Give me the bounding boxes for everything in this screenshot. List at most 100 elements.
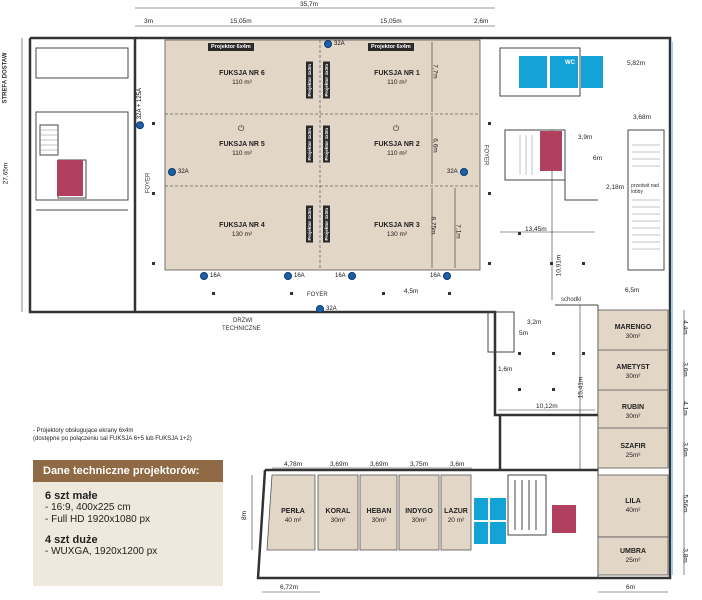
dim-77: 7,7m bbox=[431, 64, 439, 79]
dim-1345: 13,45m bbox=[525, 226, 547, 233]
dim-2765: 27,65m bbox=[2, 162, 10, 185]
dim-582: 5,82m bbox=[627, 60, 646, 67]
spec-small-line1: - 16:9, 400x225 cm bbox=[45, 502, 131, 513]
outlet-32a-left: 32A bbox=[168, 168, 189, 176]
room-perla-name: PERŁA bbox=[281, 508, 305, 515]
dim-total-width: 35,7m bbox=[300, 1, 319, 8]
przeswit-label: prześwit nad lobby bbox=[631, 183, 660, 195]
dim-66: 6,6m bbox=[431, 138, 439, 153]
room-lazur-name: LAZUR bbox=[444, 508, 468, 515]
outlet-label: 16A bbox=[335, 273, 346, 279]
outlet-16a-2: 16A bbox=[284, 272, 305, 280]
dim-r36a: 3,6m bbox=[681, 362, 689, 377]
dim-b375: 3,75m bbox=[410, 461, 429, 468]
dim-b369b: 3,69m bbox=[370, 461, 389, 468]
dim-32: 3,2m bbox=[527, 319, 542, 326]
outer-wall-mid bbox=[135, 310, 598, 417]
lift-west-icon bbox=[57, 160, 83, 196]
outlet-icon bbox=[200, 272, 208, 280]
room-umbra-name: UMBRA bbox=[619, 548, 647, 555]
screen-tag-c: Projektor 4x3m bbox=[306, 126, 313, 163]
room-heban-area: 30m² bbox=[371, 517, 387, 524]
outlet-16a-1: 16A bbox=[200, 272, 221, 280]
foyer-left-label: FOYER bbox=[145, 172, 152, 194]
dim-218: 2,18m bbox=[606, 184, 625, 191]
wc-south-2 bbox=[490, 498, 506, 520]
room-koral-area: 30m² bbox=[330, 517, 346, 524]
room-heban-name: HEBAN bbox=[366, 508, 392, 515]
room-rubin-area: 30m² bbox=[625, 413, 641, 420]
projector-tag-right: Projektor 6x4m bbox=[368, 43, 414, 51]
outlet-icon bbox=[284, 272, 292, 280]
dim-r38: 3,8m bbox=[681, 548, 689, 563]
room-szafir-name: SZAFIR bbox=[620, 443, 646, 450]
drzwi-label: DRZWI bbox=[233, 318, 253, 324]
projector-note-line1: - Projektory obsługujące ekrany 6x4m bbox=[33, 428, 134, 434]
projector-icon-left: ⏻ bbox=[238, 124, 245, 133]
outlet-label: 32A + 125A bbox=[137, 88, 143, 120]
outlet-label: 32A bbox=[447, 169, 458, 175]
outlet-label: 32A bbox=[334, 41, 345, 47]
outlet-icon bbox=[168, 168, 176, 176]
outlet-16a-3: 16A bbox=[335, 272, 356, 280]
outlet-32a-bottom: 32A bbox=[316, 305, 337, 313]
room-fuksja5-area: 110 m² bbox=[232, 150, 252, 157]
room-umbra-area: 25m² bbox=[625, 557, 641, 564]
lift-east-icon bbox=[540, 131, 562, 171]
dim-1012: 10,12m bbox=[536, 403, 558, 410]
dim-right-15: 15,05m bbox=[380, 18, 402, 25]
room-fuksja3-name: FUKSJA NR 3 bbox=[374, 222, 420, 229]
foyer-bottom-label: FOYER bbox=[307, 292, 328, 298]
dim-3m: 3m bbox=[144, 18, 154, 25]
room-marengo-name: MARENGO bbox=[614, 324, 652, 331]
screen-tag-b: Projektor 4x3m bbox=[323, 62, 330, 99]
outlet-32a-right: 32A bbox=[447, 168, 468, 176]
wc-men-tile bbox=[581, 56, 603, 88]
dim-r36b: 3,6m bbox=[681, 442, 689, 457]
outer-wall-right bbox=[495, 36, 672, 470]
spec-small-heading: 6 szt małe bbox=[45, 490, 98, 502]
outlet-icon bbox=[347, 272, 356, 280]
outlet-icon bbox=[442, 272, 451, 280]
outlet-32a-125a: 32A + 125A bbox=[136, 88, 144, 130]
outlet-label: 16A bbox=[210, 273, 221, 279]
room-indygo-name: INDYGO bbox=[405, 508, 433, 515]
screen-tag-a: Projektor 4x3m bbox=[306, 62, 313, 99]
bottom-block-outline bbox=[256, 469, 672, 580]
wc-women-tile bbox=[519, 56, 547, 88]
room-lila-name: LILA bbox=[625, 498, 641, 505]
street-label: STREFA DOSTAW bbox=[2, 52, 9, 104]
room-koral-name: KORAL bbox=[325, 508, 351, 515]
room-fuksja2-area: 110 m² bbox=[387, 150, 407, 157]
room-lazur-area: 20 m² bbox=[447, 517, 465, 524]
projector-tag-left: Projektor 6x4m bbox=[208, 43, 254, 51]
room-perla-area: 40 m² bbox=[284, 517, 302, 524]
outlet-icon bbox=[316, 305, 324, 313]
outlet-icon bbox=[136, 121, 144, 130]
wc-south-1 bbox=[474, 498, 488, 520]
room-szafir-area: 25m² bbox=[625, 452, 641, 459]
outlet-label: 16A bbox=[294, 273, 305, 279]
projector-note-line2: (dostępne po połączeniu sal FUKSJA 6+5 l… bbox=[33, 436, 192, 442]
outlet-icon bbox=[459, 168, 468, 176]
techniczne-label: TECHNICZNE bbox=[222, 326, 261, 332]
dim-r44: 4,4m bbox=[681, 320, 689, 335]
room-fuksja4-name: FUKSJA NR 4 bbox=[219, 222, 265, 229]
dim-b369a: 3,69m bbox=[330, 461, 349, 468]
dim-6m: 6m bbox=[593, 155, 603, 162]
wc-south-4 bbox=[490, 522, 506, 544]
dim-368: 3,68m bbox=[633, 114, 652, 121]
dim-b8m: 8m bbox=[241, 510, 249, 521]
dim-r556: 5,56m bbox=[681, 494, 689, 513]
outlet-16a-4: 16A bbox=[430, 272, 451, 280]
outlet-label: 32A bbox=[326, 306, 337, 312]
room-fuksja6-name: FUKSJA NR 6 bbox=[219, 70, 265, 77]
screen-tag-e: Projektor 4x3m bbox=[306, 206, 313, 243]
dim-875: 8,75m bbox=[429, 216, 437, 235]
foyer-right-label: FOYER bbox=[482, 144, 489, 166]
outlet-label: 32A bbox=[178, 169, 189, 175]
dim-1091: 10,91m bbox=[555, 254, 563, 277]
dim-39: 3,9m bbox=[578, 134, 593, 141]
spec-small-line2: - Full HD 1920x1080 px bbox=[45, 514, 151, 525]
